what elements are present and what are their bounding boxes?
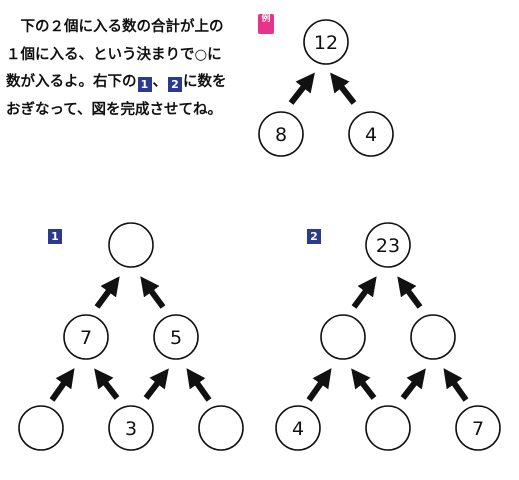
example-right-circle (348, 111, 394, 157)
example-arrow-left (288, 72, 315, 105)
puzzle-1-middle-left-value: 7 (80, 327, 92, 349)
puzzle-2-arrow-mid-left (351, 276, 377, 309)
puzzle-2-arrow-mid-right (397, 276, 423, 309)
instruction-line-3-tail: に数を (183, 74, 227, 90)
puzzle-1-arrow-bottom-3 (143, 368, 169, 400)
puzzle-1-badge: 1 (48, 229, 62, 244)
puzzle-2-bottom-center-circle[interactable] (365, 405, 411, 451)
example-top-circle (303, 19, 349, 65)
puzzle-2-arrow-bottom-2 (351, 368, 377, 400)
puzzle-2-middle-left-circle[interactable] (320, 314, 366, 360)
puzzle-2-bottom-right-value: 7 (472, 418, 484, 440)
puzzle-2-bottom-right-circle (455, 405, 501, 451)
puzzle-2-arrow-bottom-3 (400, 368, 426, 400)
puzzle-1-arrow-mid-right (140, 276, 166, 309)
puzzle-1-pyramid: 7 5 3 (18, 222, 244, 451)
instruction-line-1: 下の２個に入る数の合計が上の (6, 19, 224, 35)
instruction-line-2: １個に入る、という決まりで○に (6, 47, 222, 63)
puzzle-2-top-value: 23 (376, 235, 400, 257)
puzzle-1-arrow-bottom-2 (94, 368, 120, 400)
puzzle-2-top-circle (365, 222, 411, 268)
instruction-line-3-comma: 、 (152, 74, 168, 90)
puzzle-2-arrow-bottom-1 (306, 368, 332, 402)
puzzle-1-arrow-bottom-4 (186, 368, 212, 402)
puzzle-1-bottom-left-circle[interactable] (18, 405, 64, 451)
puzzle-1-bottom-center-circle (108, 405, 154, 451)
puzzle-1-middle-left-circle (63, 314, 109, 360)
example-left-circle (258, 111, 304, 157)
example-pyramid: 12 8 4 (258, 19, 394, 157)
inline-badge-1: 1 (137, 77, 152, 92)
example-right-value: 4 (365, 124, 377, 146)
example-left-value: 8 (275, 124, 287, 146)
puzzle-1-middle-right-value: 5 (170, 327, 182, 349)
instruction-line-4: おぎなって、図を完成させてね。 (6, 102, 223, 118)
example-badge: 例 (258, 14, 274, 34)
puzzle-1-arrow-mid-left (94, 276, 120, 309)
inline-badge-2: 2 (168, 77, 182, 92)
example-arrow-right (330, 72, 357, 105)
instruction-line-3-text: 数が入るよ。右下の (6, 74, 137, 90)
puzzle-2-arrow-bottom-4 (443, 368, 469, 402)
puzzle-1-top-circle[interactable] (108, 222, 154, 268)
example-top-value: 12 (314, 32, 338, 54)
puzzle-2-bottom-left-value: 4 (292, 418, 304, 440)
puzzle-1-arrow-bottom-1 (49, 368, 75, 402)
puzzle-1-bottom-center-value: 3 (125, 418, 137, 440)
puzzle-2-bottom-left-circle (275, 405, 321, 451)
puzzle-1-bottom-right-circle[interactable] (198, 405, 244, 451)
puzzle-2-pyramid: 23 4 7 (275, 222, 501, 451)
puzzle-2-badge: 2 (307, 229, 321, 244)
puzzle-2-middle-right-circle[interactable] (410, 314, 456, 360)
puzzle-1-middle-right-circle (153, 314, 199, 360)
